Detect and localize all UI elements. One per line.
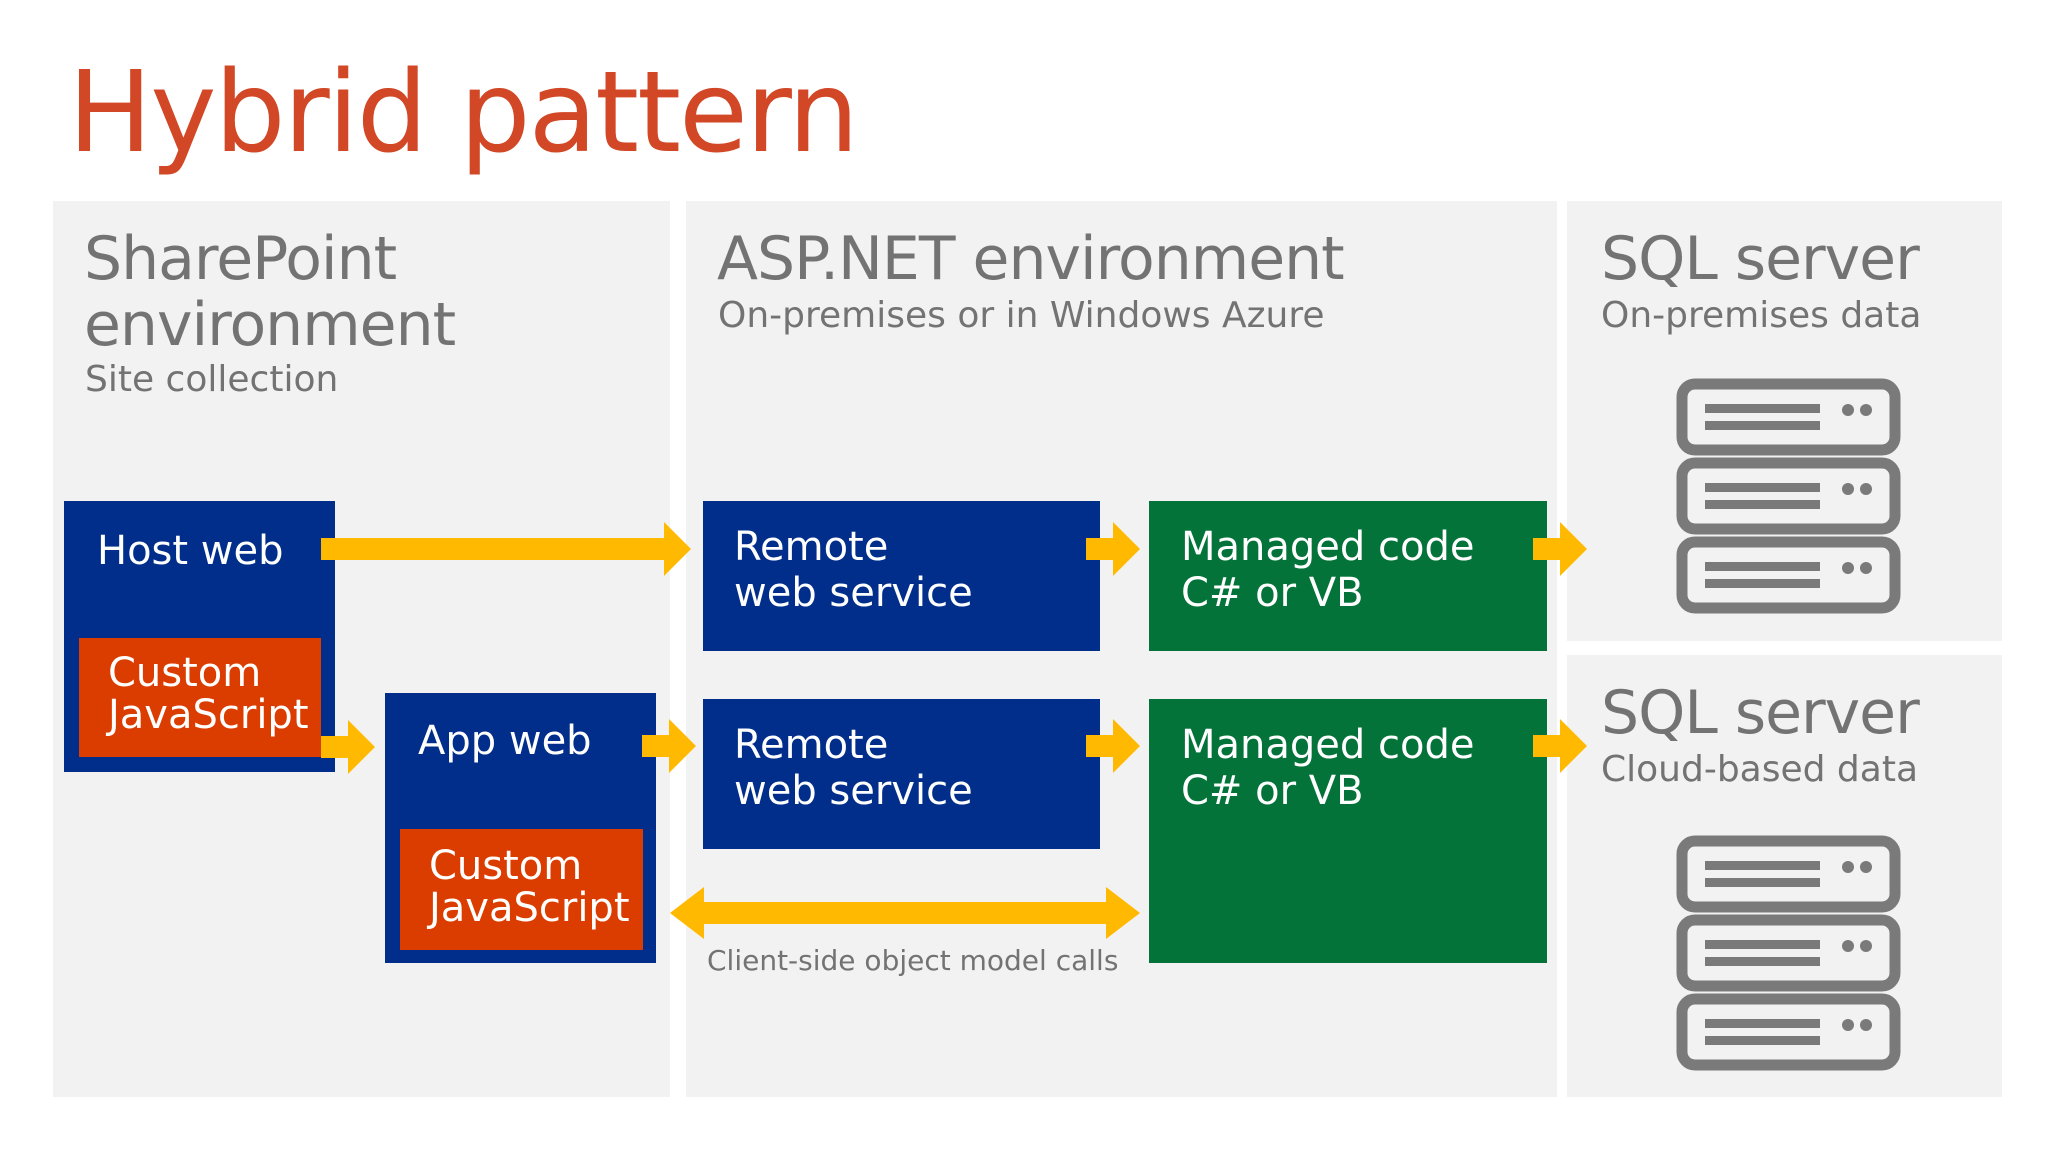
app-web-custom-js-box: Custom JavaScript bbox=[400, 829, 643, 950]
remote-web-service-bottom-box: Remote web service bbox=[703, 699, 1100, 849]
arrow-remote-to-managed-bottom bbox=[1086, 719, 1140, 773]
server-onprem-details bbox=[1705, 404, 1872, 588]
server-stack-icon-onprem bbox=[1676, 378, 1901, 614]
aspnet-panel-subtitle: On-premises or in Windows Azure bbox=[718, 295, 1325, 336]
host-web-custom-js-box: Custom JavaScript bbox=[79, 638, 321, 757]
app-web-label: App web bbox=[418, 718, 592, 764]
arrow-host-to-remote bbox=[321, 522, 691, 576]
arrow-managed-to-sql-onprem bbox=[1533, 522, 1587, 576]
arrow-csom-bidirectional bbox=[670, 887, 1140, 939]
managed-code-bottom-box: Managed code C# or VB bbox=[1149, 699, 1547, 963]
remote-web-service-top-box: Remote web service bbox=[703, 501, 1100, 651]
sharepoint-panel-subtitle: Site collection bbox=[85, 359, 339, 400]
managed-code-top-box: Managed code C# or VB bbox=[1149, 501, 1547, 651]
sql-cloud-title: SQL server bbox=[1601, 678, 1920, 748]
sql-cloud-subtitle: Cloud-based data bbox=[1601, 749, 1919, 790]
managed-code-bottom-label: Managed code C# or VB bbox=[1181, 722, 1475, 814]
aspnet-panel-title: ASP.NET environment bbox=[717, 224, 1345, 294]
arrow-managed-to-sql-cloud bbox=[1533, 719, 1587, 773]
server-stack-icon-cloud bbox=[1676, 835, 1901, 1071]
sharepoint-panel-title: SharePoint environment bbox=[84, 224, 456, 360]
remote-web-service-top-label: Remote web service bbox=[734, 524, 973, 616]
remote-web-service-bottom-label: Remote web service bbox=[734, 722, 973, 814]
arrow-remote-to-managed-top bbox=[1086, 522, 1140, 576]
arrow-hostjs-to-appweb bbox=[321, 720, 375, 774]
managed-code-top-label: Managed code C# or VB bbox=[1181, 524, 1475, 616]
app-web-custom-js-label: Custom JavaScript bbox=[429, 843, 630, 931]
arrow-appweb-to-remote-bottom bbox=[642, 719, 696, 773]
sql-onprem-title: SQL server bbox=[1601, 224, 1920, 294]
sql-onprem-subtitle: On-premises data bbox=[1601, 295, 1922, 336]
csom-calls-caption: Client-side object model calls bbox=[707, 944, 1119, 977]
page-title: Hybrid pattern bbox=[68, 48, 859, 178]
host-web-label: Host web bbox=[97, 528, 284, 574]
host-web-custom-js-label: Custom JavaScript bbox=[108, 650, 309, 738]
server-cloud-details bbox=[1705, 861, 1872, 1045]
